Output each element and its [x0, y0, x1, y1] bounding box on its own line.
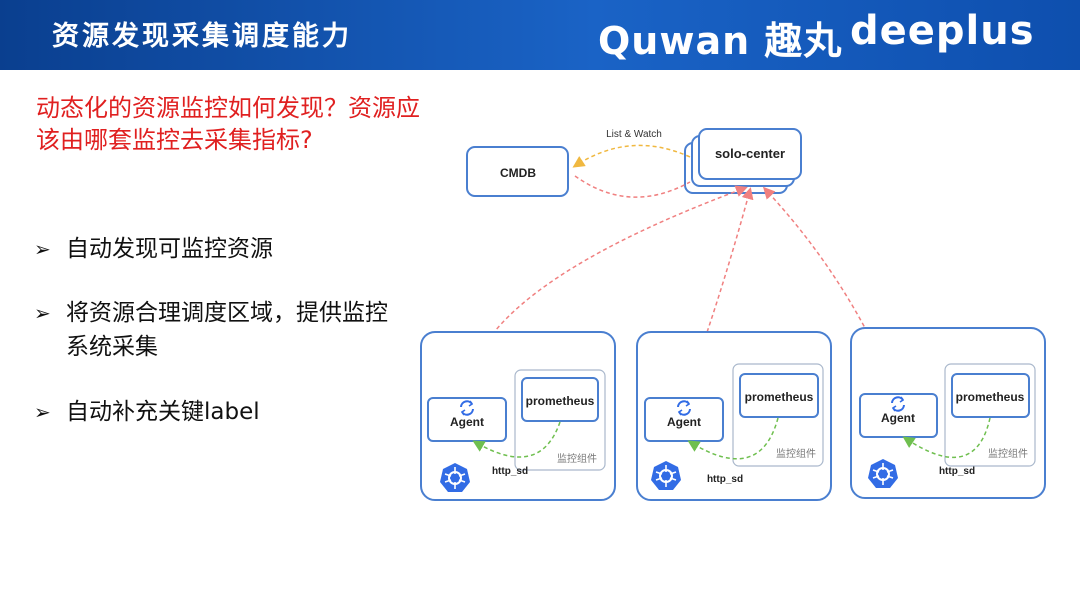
bullet-item-1: ➢ 自动发现可监控资源 — [34, 232, 396, 266]
cmdb-box — [466, 146, 569, 197]
cluster-3: prometheus 监控组件 Agent http_sd — [850, 327, 1046, 499]
cluster-1: prometheus 监控组件 Agent http_sd — [420, 331, 616, 501]
list-watch-arrow — [572, 144, 691, 168]
prometheus-label: prometheus — [526, 394, 595, 408]
agent-box — [859, 393, 938, 438]
prometheus-box — [951, 373, 1030, 418]
slide-title: 资源发现采集调度能力 — [52, 21, 352, 52]
cmdb-label: CMDB — [500, 166, 536, 180]
monitor-component-label: 监控组件 — [557, 452, 597, 465]
prometheus-label: prometheus — [956, 390, 1025, 404]
http-sd-arrow — [687, 417, 779, 460]
cluster-2: prometheus 监控组件 Agent http_sd — [636, 331, 832, 501]
agent-label: Agent — [450, 415, 484, 429]
prometheus-label: prometheus — [745, 390, 814, 404]
bullet-text: 自动补充关键label — [66, 399, 260, 425]
http-sd-label: http_sd — [492, 466, 528, 477]
bullet-item-2: ➢ 将资源合理调度区域，提供监控系统采集 — [34, 296, 396, 364]
monitor-component-label: 监控组件 — [988, 447, 1028, 460]
bullet-arrow-icon: ➢ — [34, 237, 51, 261]
prometheus-box — [739, 373, 819, 418]
header-bar: 资源发现采集调度能力 Quwan 趣丸 deeplus — [0, 0, 1080, 70]
http-sd-label: http_sd — [707, 474, 743, 485]
bullet-arrow-icon: ➢ — [34, 301, 51, 325]
prometheus-box — [521, 377, 599, 422]
solo-center-label: solo-center — [715, 146, 785, 161]
bullet-text: 将资源合理调度区域，提供监控系统采集 — [66, 300, 388, 360]
http-sd-label: http_sd — [939, 466, 975, 477]
solo-center-box — [698, 128, 802, 180]
cmdb-return-arrow — [574, 175, 691, 198]
agent-box — [427, 397, 507, 442]
agent-box — [644, 397, 724, 442]
question-text: 动态化的资源监控如何发现？资源应该由哪套监控去采集指标? — [36, 94, 420, 154]
agent-label: Agent — [667, 415, 701, 429]
deeplus-logo: deeplus — [850, 8, 1035, 54]
agent-label: Agent — [881, 411, 915, 425]
bullet-arrow-icon: ➢ — [34, 400, 51, 424]
bullet-item-3: ➢ 自动补充关键label — [34, 395, 396, 429]
monitor-component-label: 监控组件 — [776, 447, 816, 460]
agent2-to-solo-arrow — [683, 187, 754, 399]
list-watch-label: List & Watch — [606, 129, 662, 140]
quwan-logo: Quwan 趣丸 — [598, 19, 843, 63]
bullet-text: 自动发现可监控资源 — [66, 236, 273, 262]
http-sd-arrow — [902, 417, 991, 459]
